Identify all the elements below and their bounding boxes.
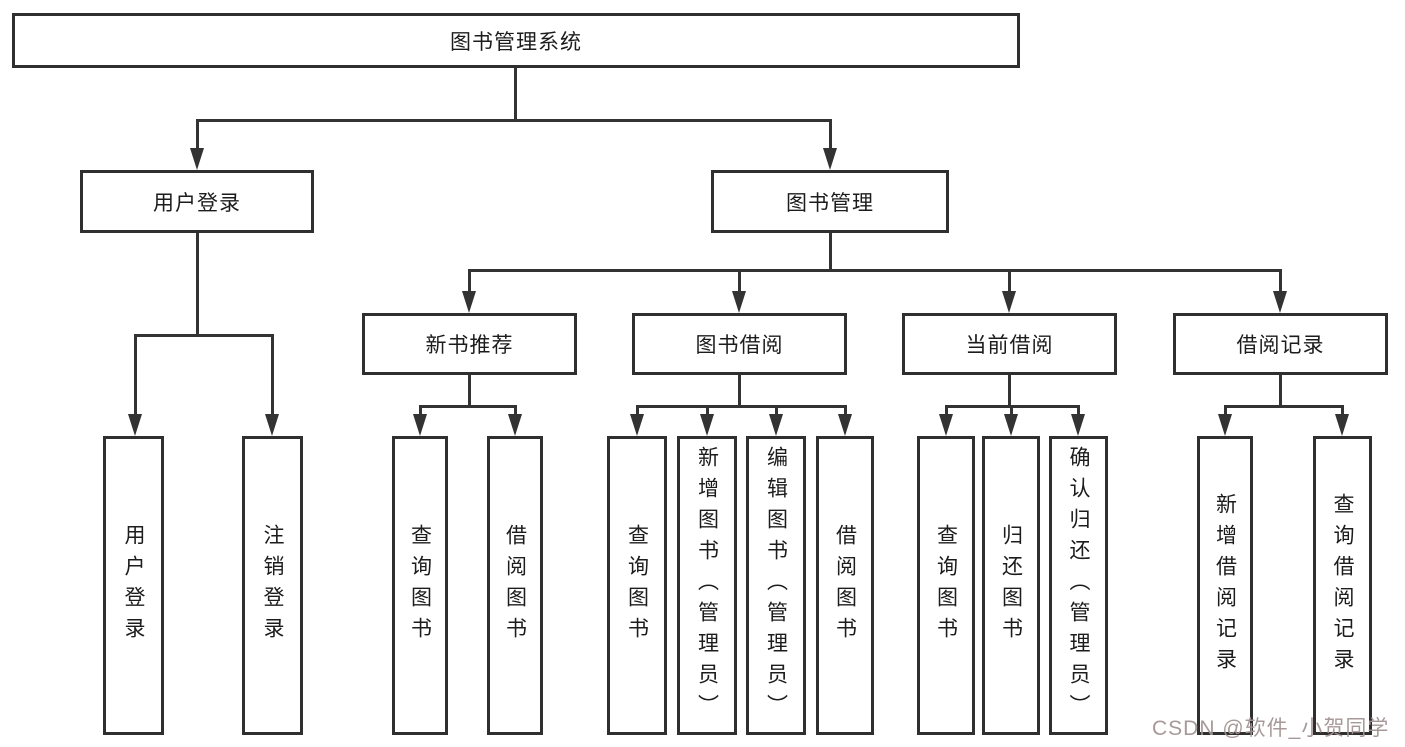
connector-arm-leaf [514, 405, 517, 418]
node-library-management-system: 图书管理系统 [12, 13, 1020, 68]
node-user-login: 用户登录 [80, 170, 314, 233]
arrow-down-icon [1002, 291, 1016, 313]
node-book-borrowing: 图书借阅 [632, 313, 847, 375]
connector-rake [636, 405, 846, 408]
leaf-logout: 注销登录 [242, 436, 303, 735]
node-current-borrowing: 当前借阅 [902, 313, 1117, 375]
arrow-down-icon [700, 414, 714, 436]
arrow-down-icon [128, 414, 142, 436]
leaf-return-books: 归还图书 [982, 436, 1040, 735]
connector-arm-leaf [271, 334, 274, 418]
arrow-down-icon [1071, 414, 1085, 436]
connector-stub [738, 375, 741, 408]
leaf-query-borrow-record: 查询借阅记录 [1313, 436, 1372, 735]
connector-login-rake [134, 334, 274, 337]
leaf-user-login: 用户登录 [103, 436, 164, 735]
connector-arm-new-books [468, 269, 471, 293]
connector-arm-leaf [844, 405, 847, 418]
connector-arm-book-mgmt [829, 119, 832, 154]
arrow-down-icon [769, 414, 783, 436]
connector-arm-book-borrow [738, 269, 741, 293]
arrow-down-icon [732, 291, 746, 313]
arrow-down-icon [508, 414, 522, 436]
connector-arm-current-borrow [1008, 269, 1011, 293]
connector-arm-leaf [1010, 405, 1013, 418]
connector-level1-rake [196, 119, 832, 122]
connector-arm-leaf [706, 405, 709, 418]
leaf-query-books-borrow: 查询图书 [607, 436, 667, 735]
leaf-query-books-recommend: 查询图书 [392, 436, 448, 735]
leaf-query-books-current: 查询图书 [917, 436, 975, 735]
leaf-borrow-books-recommend: 借阅图书 [487, 436, 543, 735]
arrow-down-icon [462, 291, 476, 313]
arrow-down-icon [1004, 414, 1018, 436]
arrow-down-icon [265, 414, 279, 436]
node-book-management: 图书管理 [711, 170, 949, 233]
node-new-book-recommend: 新书推荐 [362, 313, 577, 375]
leaf-confirm-return-admin: 确认归还（管理员） [1049, 436, 1108, 735]
connector-arm-leaf [419, 405, 422, 418]
connector-arm-leaf [134, 334, 137, 418]
arrow-down-icon [1273, 291, 1287, 313]
connector-level2-rake [469, 269, 1282, 272]
arrow-down-icon [1218, 414, 1232, 436]
connector-stub [468, 375, 471, 408]
csdn-watermark: CSDN @软件_小贺同学 [1152, 717, 1390, 740]
leaf-add-books-admin: 新增图书（管理员） [677, 436, 737, 735]
connector-stub [1008, 375, 1011, 408]
leaf-add-borrow-record: 新增借阅记录 [1197, 436, 1253, 735]
connector-arm-leaf [1341, 405, 1344, 418]
connector-arm-leaf [1224, 405, 1227, 418]
connector-login-stub [196, 233, 199, 337]
connector-rake [1224, 405, 1343, 408]
connector-mgmt-stub [829, 233, 832, 272]
connector-arm-borrow-records [1279, 269, 1282, 293]
arrow-down-icon [838, 414, 852, 436]
connector-arm-leaf [1077, 405, 1080, 418]
connector-root-trunk [514, 68, 517, 122]
connector-arm-leaf [945, 405, 948, 418]
connector-arm-leaf [636, 405, 639, 418]
arrow-down-icon [630, 414, 644, 436]
arrow-down-icon [939, 414, 953, 436]
node-borrowing-records: 借阅记录 [1173, 313, 1388, 375]
leaf-borrow-books: 借阅图书 [816, 436, 874, 735]
connector-arm-user-login [196, 119, 199, 154]
arrow-down-icon [413, 414, 427, 436]
arrow-down-icon [823, 148, 837, 170]
connector-rake [419, 405, 517, 408]
connector-stub [1279, 375, 1282, 408]
leaf-edit-books-admin: 编辑图书（管理员） [746, 436, 806, 735]
arrow-down-icon [1335, 414, 1349, 436]
connector-arm-leaf [775, 405, 778, 418]
arrow-down-icon [190, 148, 204, 170]
